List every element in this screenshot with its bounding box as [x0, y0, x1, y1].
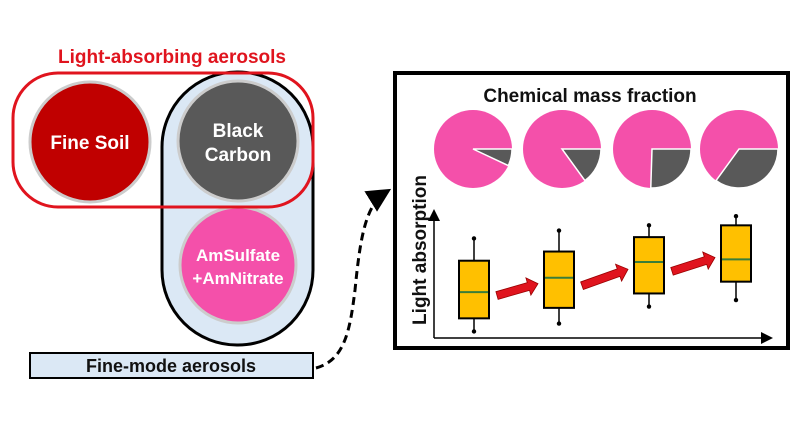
box-plot [720, 213, 752, 303]
box [543, 250, 575, 309]
whisker-min [733, 297, 739, 303]
box [458, 259, 490, 320]
whisker-max [471, 236, 477, 241]
black-carbon-label-2: Carbon [205, 145, 272, 166]
fine-soil-circle [28, 80, 152, 204]
trend-arrow [495, 277, 539, 300]
whisker-min [646, 304, 652, 309]
whisker-min [556, 321, 562, 326]
light-absorbing-title: Light-absorbing aerosols [58, 47, 286, 68]
pie-chart [434, 110, 513, 188]
box [720, 224, 752, 283]
amsulfate-label-1: AmSulfate [196, 246, 280, 265]
dashed-connector-arrow [315, 188, 392, 370]
y-axis-label: Light absorption [410, 175, 431, 325]
fine-mode-label-box [29, 352, 314, 379]
trend-arrow [670, 251, 716, 276]
light-absorbing-group [11, 71, 315, 209]
box-plot [458, 236, 490, 334]
box-plot [543, 228, 575, 326]
black-carbon-label-1: Black [213, 121, 264, 142]
box [633, 236, 665, 295]
whisker-max [733, 213, 739, 219]
pie-slice-black-carbon [715, 148, 779, 189]
pie-slice-black-carbon [560, 148, 602, 182]
black-carbon-circle [176, 79, 300, 203]
amsulfate-circle [178, 205, 298, 325]
pie-charts [434, 110, 779, 189]
amsulfate-label-2: +AmNitrate [192, 269, 283, 288]
pie-slice-black-carbon [472, 148, 513, 167]
box-plots [458, 213, 752, 334]
box-plot [633, 223, 665, 309]
chart-title: Chemical mass fraction [483, 86, 696, 107]
fine-mode-label: Fine-mode aerosols [86, 356, 256, 376]
whisker-max [646, 223, 652, 228]
pie-chart [613, 110, 692, 189]
whisker-min [471, 329, 477, 334]
fine-soil-label: Fine Soil [50, 133, 129, 154]
pie-chart [523, 110, 602, 188]
pie-chart [700, 110, 779, 189]
whisker-max [556, 228, 562, 233]
pie-slice-black-carbon [650, 148, 692, 189]
trend-arrow [580, 263, 629, 290]
